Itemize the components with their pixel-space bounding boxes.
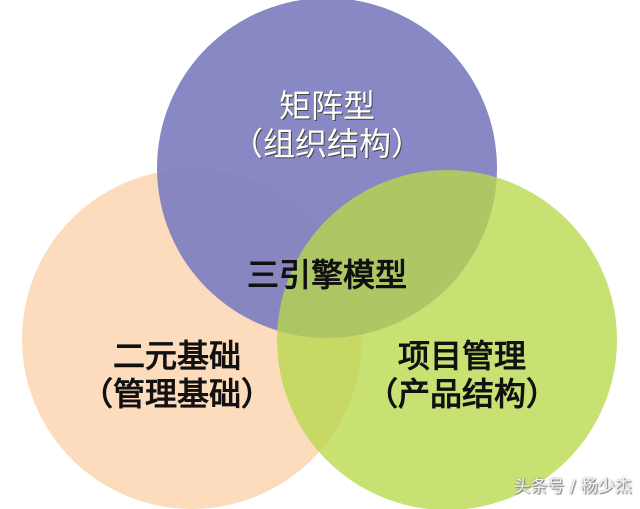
left-circle-label: 二元基础 （管理基础） (62, 337, 292, 414)
top-circle-title: 矩阵型 (278, 87, 375, 125)
right-circle-title: 项目管理 (397, 337, 526, 375)
left-circle-title: 二元基础 (112, 337, 241, 375)
right-circle-subtitle: （产品结构） (365, 374, 558, 413)
center-label: 三引擎模型 (246, 256, 407, 294)
watermark: 头条号 / 杨少杰 (513, 477, 632, 497)
right-circle (277, 170, 617, 509)
right-circle-label: 项目管理 （产品结构） (347, 337, 577, 414)
top-circle-label: 矩阵型 （组织结构） (227, 87, 427, 164)
left-circle-subtitle: （管理基础） (80, 374, 273, 413)
top-circle-subtitle: （组织结构） (230, 124, 423, 163)
